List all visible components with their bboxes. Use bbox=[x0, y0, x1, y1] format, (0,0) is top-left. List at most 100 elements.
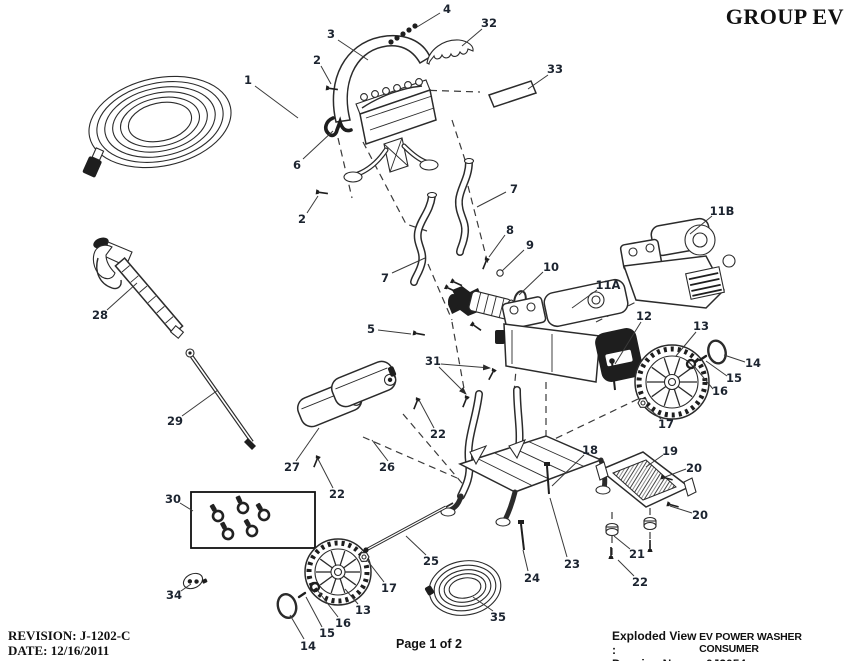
leader-line-23 bbox=[549, 497, 568, 558]
leader-line-17 bbox=[366, 559, 385, 583]
leader-line-35 bbox=[472, 596, 494, 612]
part-callout-17: 17 bbox=[381, 581, 397, 595]
detergent-tank-26-art bbox=[330, 360, 397, 408]
part-callout-34: 34 bbox=[166, 588, 182, 602]
hose-ring-art bbox=[424, 560, 502, 616]
part-callout-22: 22 bbox=[632, 575, 648, 589]
leader-line-29 bbox=[181, 389, 219, 417]
leader-line-32 bbox=[461, 28, 483, 47]
bolt-31b-art bbox=[459, 394, 471, 409]
part-callout-25: 25 bbox=[423, 554, 439, 568]
part-callout-17: 17 bbox=[658, 417, 674, 431]
revision-block: REVISION: J-1202-C DATE: 12/16/2011 bbox=[8, 628, 130, 658]
engine-11b-art bbox=[619, 217, 736, 309]
leader-line-1 bbox=[254, 85, 299, 119]
leader-line-15 bbox=[705, 360, 728, 377]
part-callout-8: 8 bbox=[506, 223, 514, 237]
part-callout-20: 20 bbox=[692, 508, 708, 522]
leader-line-22 bbox=[317, 458, 334, 489]
exploded-view-value: EV POWER WASHER CONSUMER bbox=[699, 631, 802, 656]
part-callout-21: 21 bbox=[629, 547, 645, 561]
part-callout-15: 15 bbox=[319, 626, 335, 640]
leader-line-5 bbox=[377, 329, 412, 335]
handle-tubes-art bbox=[410, 157, 475, 286]
handle-screws-art bbox=[388, 23, 418, 45]
part-callout-2: 2 bbox=[313, 53, 321, 67]
leader-line-19 bbox=[645, 454, 664, 468]
leader-line-31 bbox=[440, 363, 491, 371]
part-callout-20: 20 bbox=[686, 461, 702, 475]
leader-line-31 bbox=[438, 366, 467, 395]
engine-11a-art bbox=[495, 278, 643, 383]
drawing-no-label: Drawing No. : bbox=[612, 657, 706, 661]
part-callout-7: 7 bbox=[381, 271, 389, 285]
part-callout-26: 26 bbox=[379, 460, 395, 474]
part-callout-5: 5 bbox=[367, 322, 375, 336]
frame-bolt-23-art bbox=[544, 462, 550, 495]
part-callout-14: 14 bbox=[300, 639, 316, 653]
leader-line-22 bbox=[617, 559, 635, 577]
part-callout-11A: 11A bbox=[596, 278, 621, 292]
part-callout-10: 10 bbox=[543, 260, 559, 274]
leader-line-13 bbox=[344, 588, 359, 605]
part-callout-3: 3 bbox=[327, 27, 335, 41]
leader-line-20 bbox=[664, 468, 687, 478]
leader-line-16 bbox=[693, 365, 714, 390]
cart-frame-art bbox=[440, 386, 611, 527]
rear-wheel-art bbox=[634, 344, 710, 420]
handle-grip-art bbox=[426, 39, 474, 65]
part-callout-29: 29 bbox=[167, 414, 183, 428]
part-callout-32: 32 bbox=[481, 16, 497, 30]
leader-line-7 bbox=[476, 191, 507, 208]
part-callout-13: 13 bbox=[355, 603, 371, 617]
spray-wand-art bbox=[185, 348, 256, 450]
part-callout-12: 12 bbox=[636, 309, 652, 323]
leader-line-7 bbox=[391, 257, 426, 274]
leader-line-11A bbox=[571, 289, 598, 309]
leader-line-11B bbox=[689, 215, 713, 235]
rubber-foot-21b-art bbox=[643, 516, 657, 531]
rear-wheel-hardware-art bbox=[637, 339, 727, 408]
nozzle-kit-box-art bbox=[190, 491, 316, 549]
leader-line-18 bbox=[551, 454, 585, 487]
leader-line-25 bbox=[405, 535, 427, 556]
part-callout-4: 4 bbox=[443, 2, 451, 16]
leader-line-9 bbox=[501, 249, 525, 272]
part-callout-27: 27 bbox=[284, 460, 300, 474]
frame-bolt-24-art bbox=[518, 520, 525, 551]
handle-assembly-art bbox=[332, 35, 439, 183]
bolt-5-art bbox=[411, 329, 427, 339]
part-callout-11B: 11B bbox=[710, 204, 735, 218]
screw-8-art bbox=[479, 256, 491, 271]
high-pressure-hose-art bbox=[88, 75, 232, 169]
leader-line-10 bbox=[518, 271, 544, 296]
leader-line-14 bbox=[723, 354, 746, 363]
part-callout-16: 16 bbox=[712, 384, 728, 398]
leader-line-24 bbox=[522, 549, 529, 572]
part-callout-6: 6 bbox=[293, 158, 301, 172]
pump-bolt-c-art bbox=[468, 320, 484, 334]
part-callout-19: 19 bbox=[662, 444, 678, 458]
leader-line-6 bbox=[302, 130, 334, 160]
leader-line-33 bbox=[527, 74, 549, 90]
leader-line-27 bbox=[295, 427, 320, 462]
part-callout-22: 22 bbox=[430, 427, 446, 441]
leader-line-20 bbox=[669, 505, 693, 514]
page-title: GROUP EV bbox=[725, 4, 844, 29]
part-callout-30: 30 bbox=[165, 492, 181, 506]
part-callout-16: 16 bbox=[335, 616, 351, 630]
leader-line-16 bbox=[317, 590, 339, 618]
leader-line-4 bbox=[416, 12, 441, 28]
part-callout-7: 7 bbox=[510, 182, 518, 196]
page-indicator: Page 1 of 2 bbox=[396, 637, 462, 651]
assembly-dashed-lines bbox=[337, 89, 657, 556]
part-callout-18: 18 bbox=[582, 443, 598, 457]
drawing-info-block: Exploded View : EV POWER WASHER CONSUMER… bbox=[612, 629, 852, 661]
part-callout-14: 14 bbox=[745, 356, 761, 370]
part-callout-24: 24 bbox=[524, 571, 540, 585]
part-callout-13: 13 bbox=[693, 319, 709, 333]
part-callout-33: 33 bbox=[547, 62, 563, 76]
part-callout-23: 23 bbox=[564, 557, 580, 571]
leader-line-34 bbox=[180, 583, 192, 592]
